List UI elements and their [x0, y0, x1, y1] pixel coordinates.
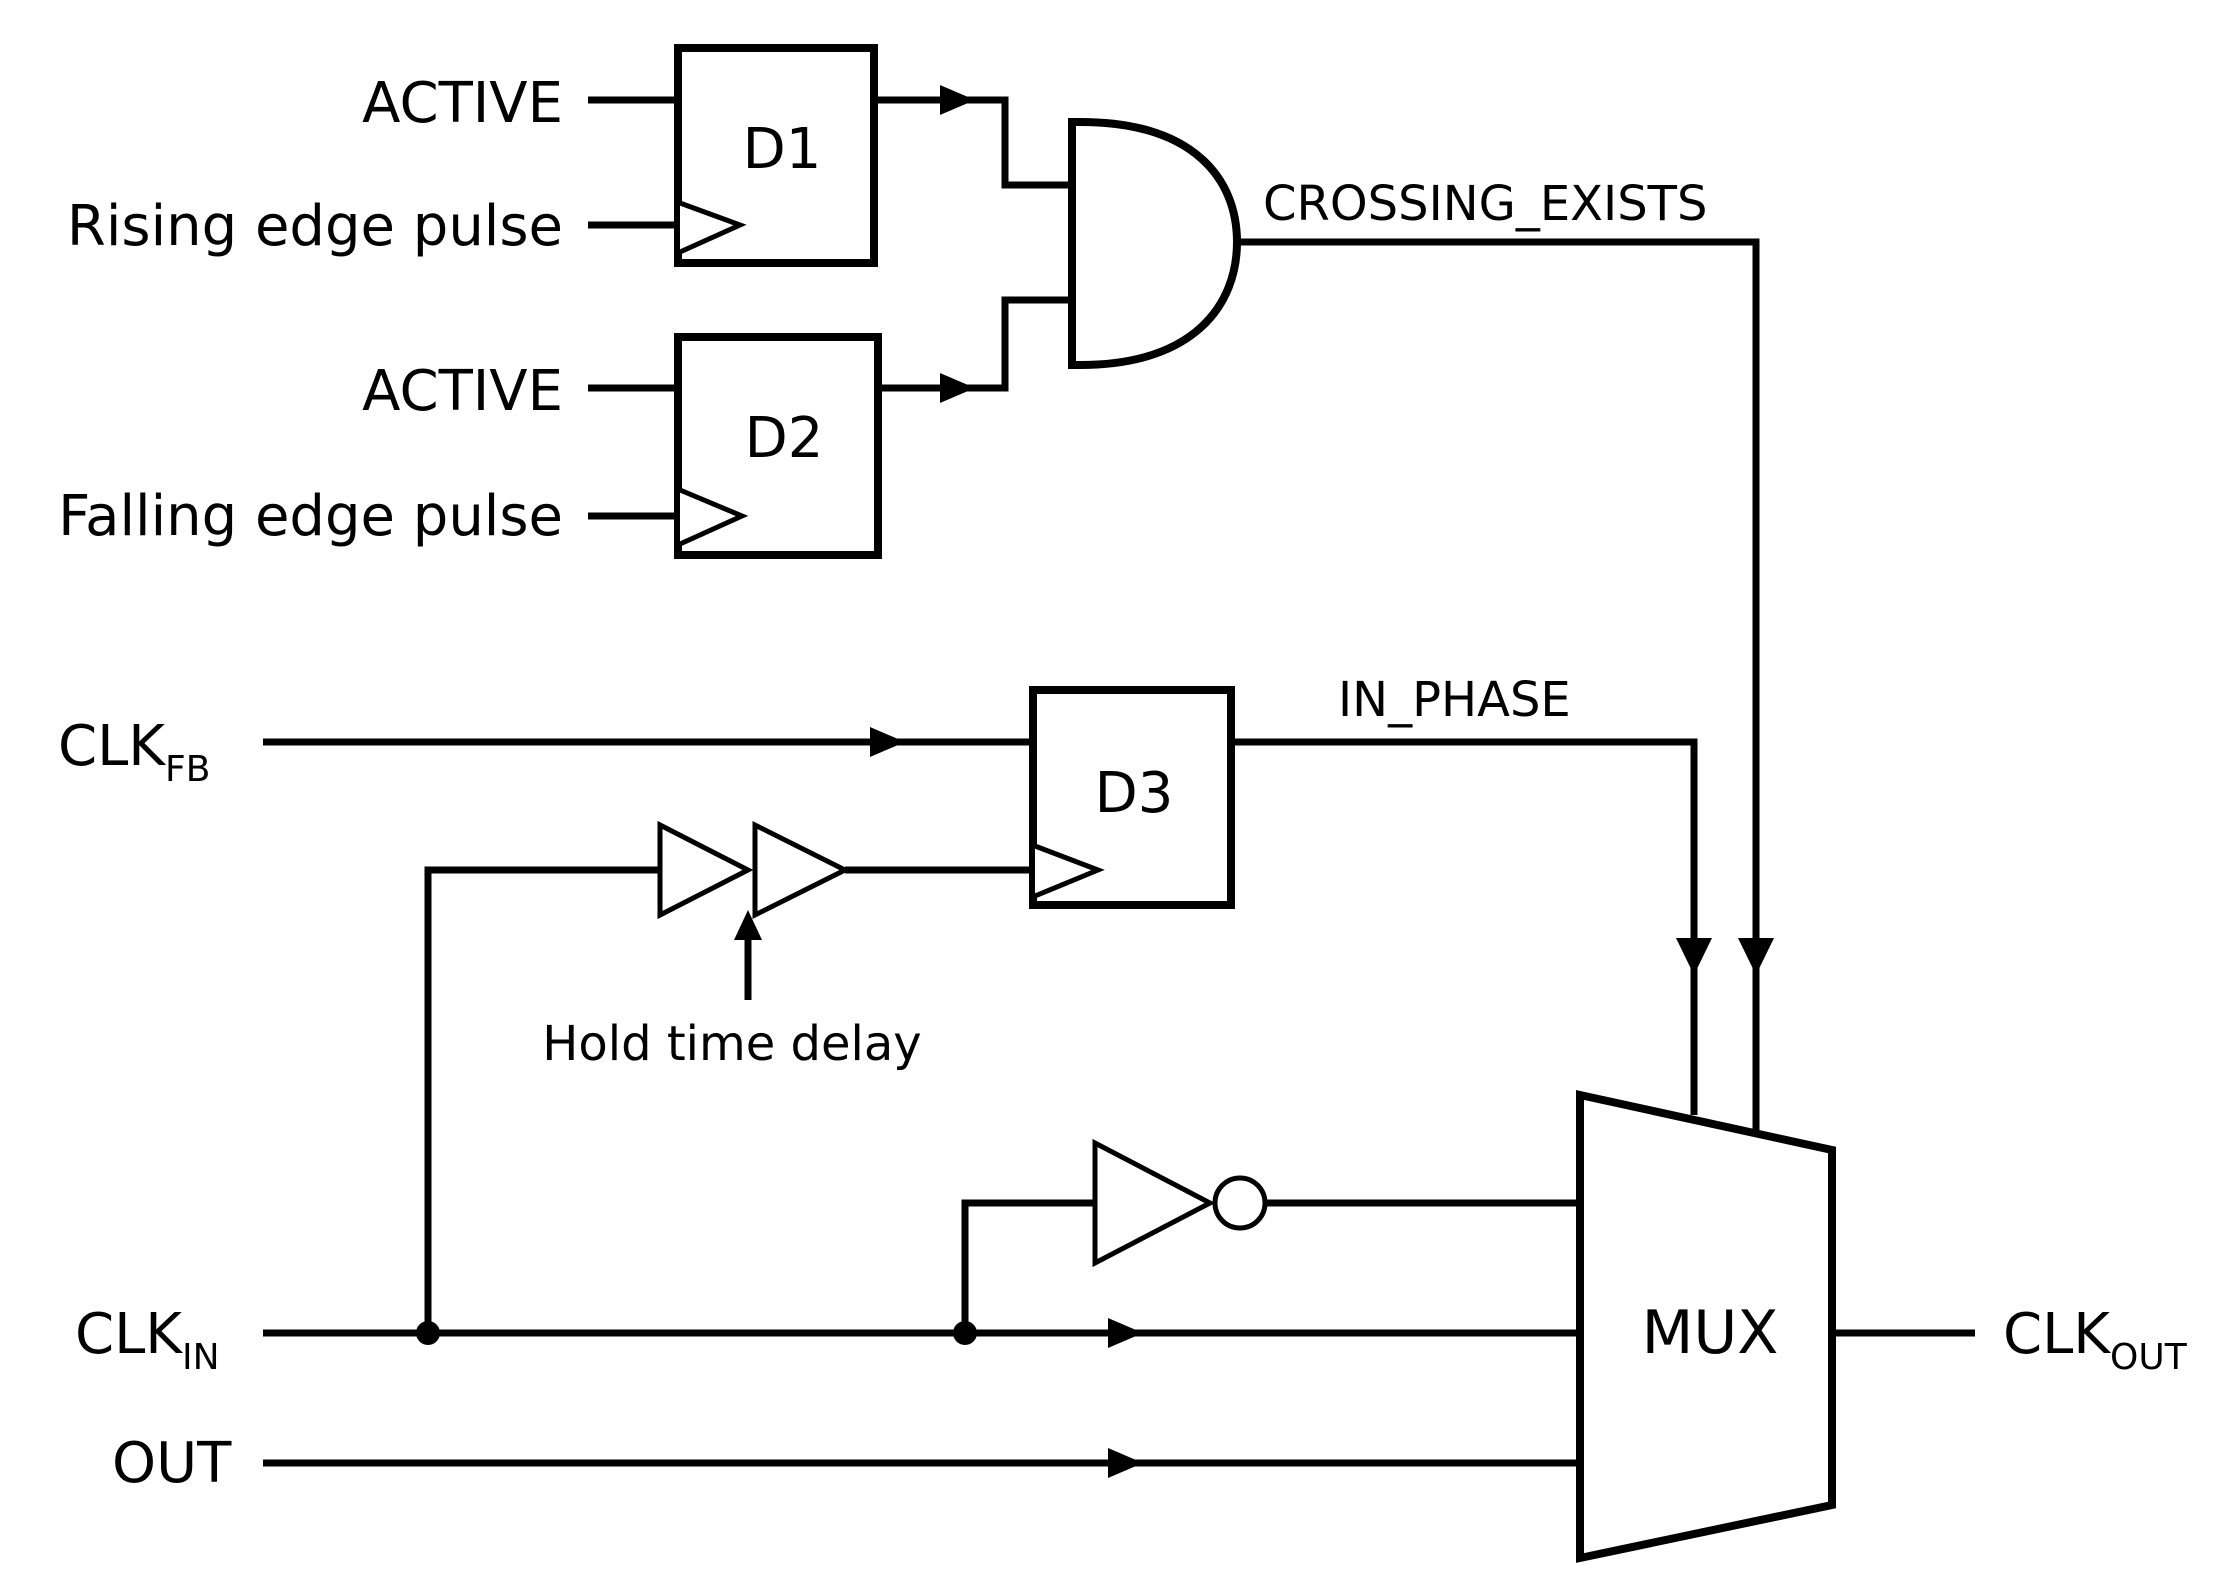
out-label: OUT	[112, 1431, 232, 1496]
crossing-exists-label: CROSSING_EXISTS	[1263, 176, 1707, 232]
clk-out-label: CLKOUT	[2003, 1302, 2188, 1378]
wire-clk-in-to-inverter	[961, 1199, 1095, 1333]
d2-flip-flop: D2	[674, 333, 882, 559]
arrow-d1-out	[940, 85, 975, 115]
mux-label: MUX	[1642, 1298, 1779, 1368]
d3-label: D3	[1095, 761, 1174, 826]
hold-time-delay-arrow	[734, 910, 762, 940]
active-label-d1: ACTIVE	[362, 71, 563, 136]
arrow-d2-out	[940, 373, 975, 403]
arrow-out	[1108, 1448, 1143, 1478]
active-label-d2: ACTIVE	[362, 359, 563, 424]
clk-fb-subscript: FB	[165, 749, 210, 790]
d3-flip-flop: D3	[1029, 686, 1235, 909]
hold-time-delay-label: Hold time delay	[542, 1016, 921, 1072]
inverter-triangle	[1092, 1138, 1216, 1268]
wire-crossing-exists	[1237, 238, 1760, 1130]
delay-buffer-1	[657, 820, 754, 920]
arrow-in-phase	[1676, 938, 1712, 975]
falling-edge-pulse-label: Falling edge pulse	[58, 484, 563, 549]
clk-out-subscript: OUT	[2110, 1337, 2188, 1378]
arrow-crossing-exists	[1738, 938, 1774, 975]
clk-fb-label: CLKFB	[58, 714, 210, 790]
d2-label: D2	[745, 406, 824, 471]
wire-d1-to-and	[874, 96, 1072, 189]
in-phase-label: IN_PHASE	[1338, 672, 1571, 728]
wire-in-phase	[1231, 738, 1698, 1115]
clk-fb-main: CLK	[58, 714, 166, 779]
inverter-bubble	[1212, 1175, 1268, 1231]
wire-clk-in-to-delay	[424, 866, 660, 1333]
wire-d2-to-and	[878, 296, 1072, 392]
junction-clk-in-1	[416, 1321, 440, 1345]
d1-label: D1	[743, 117, 822, 182]
delay-buffer-2	[752, 820, 851, 920]
arrow-clk-fb	[870, 727, 905, 757]
arrow-clk-in	[1108, 1318, 1143, 1348]
clk-out-main: CLK	[2003, 1302, 2111, 1367]
mux: MUX	[1576, 1090, 1836, 1563]
clk-in-subscript: IN	[182, 1337, 220, 1378]
clk-in-label: CLKIN	[75, 1302, 220, 1378]
and-gate	[1068, 118, 1242, 369]
clk-in-main: CLK	[75, 1302, 183, 1367]
rising-edge-pulse-label: Rising edge pulse	[67, 194, 563, 259]
d1-flip-flop: D1	[674, 44, 878, 267]
